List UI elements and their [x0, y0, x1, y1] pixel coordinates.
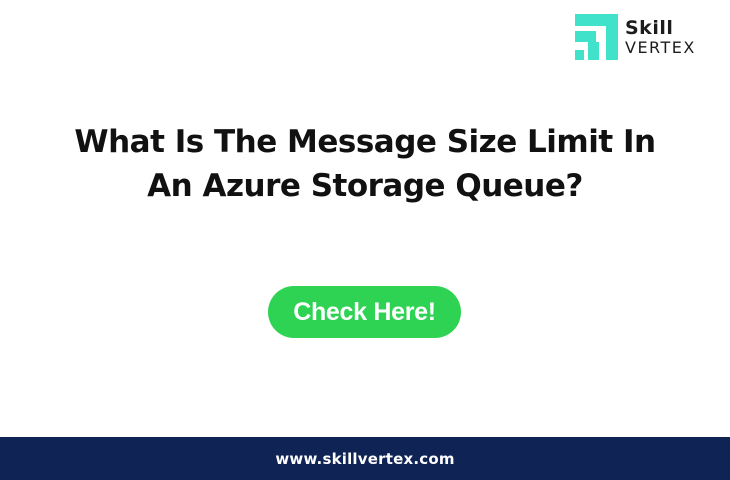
website-link[interactable]: www.skillvertex.com [275, 449, 455, 468]
page-title-line-2: An Azure Storage Queue? [147, 168, 583, 204]
check-here-button[interactable]: Check Here! [268, 286, 461, 338]
page-title-line-1: What Is The Message Size Limit In [74, 124, 656, 160]
logo-wordmark-vertex: VERTEX [625, 38, 696, 57]
logo-wordmark-skill: Skill [625, 17, 674, 39]
brand-logo: Skill VERTEX [575, 14, 705, 64]
page-title: What Is The Message Size Limit In An Azu… [40, 120, 690, 208]
footer-bar: www.skillvertex.com [0, 437, 730, 480]
skillvertex-logo-icon [575, 14, 618, 60]
